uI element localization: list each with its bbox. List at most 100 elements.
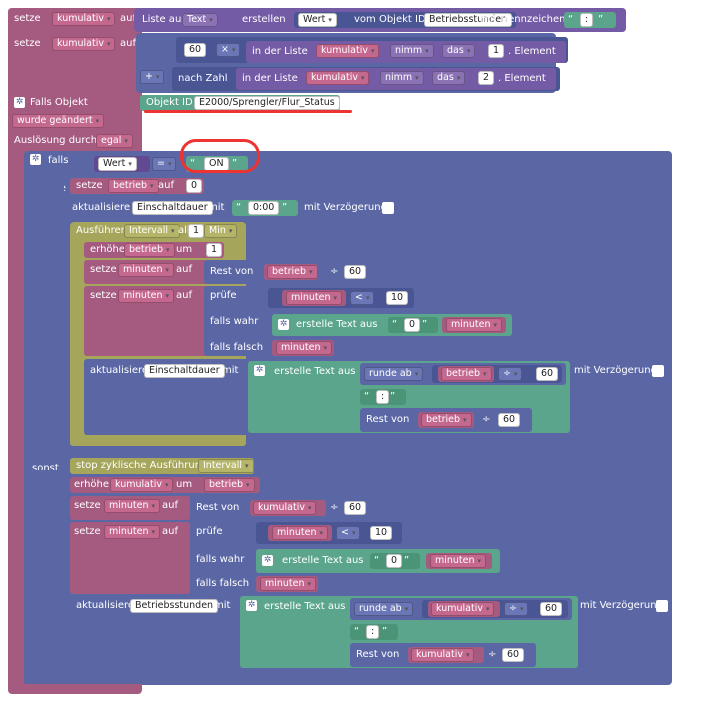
text-zero-block[interactable]: “ 0 ” bbox=[388, 317, 438, 333]
var-kumulativ-block[interactable]: kumulativ▾ bbox=[250, 500, 326, 516]
compare-block[interactable]: Wert▾ =▾ “ ON ” bbox=[90, 153, 250, 175]
var-minuten-dropdown[interactable]: minuten▾ bbox=[430, 554, 487, 568]
var-minuten-block[interactable]: minuten▾ bbox=[272, 340, 334, 356]
lt-dropdown[interactable]: <▾ bbox=[350, 291, 375, 305]
var-minuten-dropdown[interactable]: minuten▾ bbox=[272, 526, 329, 540]
var-betrieb-block[interactable]: betrieb▾ bbox=[198, 477, 258, 493]
var-kumulativ-block[interactable]: kumulativ▾ bbox=[408, 647, 484, 663]
in-der-liste-block-1[interactable]: in der Liste kumulativ▾ nimm▾ das▾ 1 . E… bbox=[246, 41, 566, 63]
modulo-block-2[interactable]: Rest von betrieb▾ ÷ 60 bbox=[360, 408, 532, 432]
multiply-dropdown[interactable]: ×▾ bbox=[216, 43, 241, 57]
gear-icon[interactable]: ✲ bbox=[254, 365, 265, 376]
var-kumulativ-dropdown[interactable]: kumulativ▾ bbox=[431, 602, 495, 616]
create-text-block-3[interactable]: ✲ erstelle Text aus “ 0 ” minuten▾ bbox=[256, 549, 500, 573]
round-down-block-2[interactable]: runde ab▾ kumulativ▾ ÷▾ 60 bbox=[350, 598, 572, 620]
delay-checkbox[interactable] bbox=[656, 600, 668, 612]
setze-minuten-block-4[interactable]: setze minuten▾ auf bbox=[70, 522, 190, 594]
var-minuten-dropdown[interactable]: minuten▾ bbox=[286, 291, 343, 305]
modulo-block-3[interactable]: Rest von kumulativ▾ ÷ 60 bbox=[190, 496, 374, 520]
var-kumulativ-dropdown[interactable]: kumulativ▾ bbox=[316, 44, 380, 58]
plus-dropdown[interactable]: +▾ bbox=[140, 70, 165, 84]
separator-field[interactable]: : bbox=[580, 13, 594, 27]
var-betrieb-block[interactable]: betrieb▾ bbox=[418, 412, 474, 428]
var-kumulativ-dropdown[interactable]: kumulativ▾ bbox=[253, 501, 317, 515]
var-kumulativ-dropdown[interactable]: kumulativ▾ bbox=[110, 478, 174, 492]
setze-kumulativ-block-2[interactable]: setze kumulativ▾ auf bbox=[8, 33, 142, 93]
gear-icon[interactable]: ✲ bbox=[262, 555, 273, 566]
var-betrieb-dropdown[interactable]: betrieb▾ bbox=[204, 478, 255, 492]
var-minuten-dropdown[interactable]: minuten▾ bbox=[446, 318, 503, 332]
divide-block[interactable]: kumulativ▾ ÷▾ 60 bbox=[422, 600, 568, 618]
var-betrieb-block[interactable]: betrieb▾ bbox=[264, 264, 318, 280]
setze-minuten-block-3[interactable]: setze minuten▾ auf bbox=[70, 496, 190, 520]
wert-vom-objekt-block[interactable]: Wert▾ vom Objekt ID Betriebsstunden bbox=[294, 12, 516, 28]
nimm-dropdown[interactable]: nimm▾ bbox=[390, 44, 434, 58]
nimm-dropdown[interactable]: nimm▾ bbox=[380, 71, 424, 85]
var-minuten-dropdown[interactable]: minuten▾ bbox=[260, 577, 317, 591]
state-betriebsstunden-field[interactable]: Betriebsstunden bbox=[130, 599, 219, 613]
ausloesung-dropdown[interactable]: egal▾ bbox=[96, 134, 133, 148]
gear-icon[interactable]: ✲ bbox=[30, 154, 41, 165]
round-down-dropdown[interactable]: runde ab▾ bbox=[364, 367, 424, 381]
var-minuten-block[interactable]: minuten▾ bbox=[282, 290, 346, 306]
var-minuten-block[interactable]: minuten▾ bbox=[268, 525, 332, 541]
var-betrieb-block[interactable]: betrieb▾ bbox=[438, 366, 494, 382]
number-60[interactable]: 60 bbox=[344, 265, 367, 279]
var-kumulativ-dropdown[interactable]: kumulativ▾ bbox=[52, 12, 116, 26]
wert-block[interactable]: Wert▾ bbox=[94, 156, 150, 172]
objekt-betriebsstunden-field[interactable]: Betriebsstunden bbox=[424, 13, 513, 27]
update-einschaltdauer-block[interactable]: aktualisiere Einschaltdauer mit “ 0:00 ”… bbox=[68, 196, 396, 220]
text-zero-field[interactable]: 0 bbox=[386, 554, 403, 568]
das-dropdown[interactable]: das▾ bbox=[432, 71, 466, 85]
setze-betrieb-block[interactable]: setze betrieb▾ auf 0 bbox=[70, 178, 204, 194]
text-colon-block[interactable]: “ : ” bbox=[564, 12, 616, 28]
interval-number-1[interactable]: 1 bbox=[188, 224, 205, 238]
number-0[interactable]: 0 bbox=[186, 179, 203, 193]
delay-checkbox[interactable] bbox=[652, 365, 664, 377]
divide-dropdown[interactable]: ÷▾ bbox=[504, 602, 529, 616]
text-colon-field[interactable]: : bbox=[376, 390, 390, 404]
text-dropdown[interactable]: Text▾ bbox=[182, 13, 218, 27]
in-der-liste-block-2[interactable]: in der Liste kumulativ▾ nimm▾ das▾ 2 . E… bbox=[236, 68, 556, 90]
number-1[interactable]: 1 bbox=[488, 44, 505, 58]
text-zero-time-field[interactable]: 0:00 bbox=[248, 201, 280, 215]
var-minuten-block[interactable]: minuten▾ bbox=[426, 553, 492, 569]
var-minuten-dropdown[interactable]: minuten▾ bbox=[104, 525, 161, 539]
number-60[interactable]: 60 bbox=[540, 602, 563, 616]
liste-aus-text-block[interactable]: Liste aus Text▾ erstellen Wert▾ vom Obje… bbox=[134, 8, 626, 32]
number-10[interactable]: 10 bbox=[386, 291, 409, 305]
number-60[interactable]: 60 bbox=[184, 43, 207, 57]
gear-icon[interactable]: ✲ bbox=[278, 319, 289, 330]
wurde-geandert-dropdown[interactable]: wurde geändert▾ bbox=[12, 114, 105, 128]
stop-interval-block[interactable]: stop zyklische Ausführung Intervall▾ bbox=[70, 458, 254, 474]
increment-kumulativ-block[interactable]: erhöhe kumulativ▾ um betrieb▾ bbox=[70, 477, 260, 493]
var-kumulativ-dropdown[interactable]: kumulativ▾ bbox=[306, 71, 370, 85]
var-betrieb-dropdown[interactable]: betrieb▾ bbox=[441, 367, 492, 381]
text-zero-time-block[interactable]: “ 0:00 ” bbox=[232, 200, 298, 216]
interval-unit-dropdown[interactable]: Min▾ bbox=[204, 224, 238, 238]
math-plus-block[interactable]: 60 ×▾ in der Liste kumulativ▾ nimm▾ das▾… bbox=[136, 33, 568, 93]
text-zero-block[interactable]: “ 0 ” bbox=[370, 553, 420, 569]
var-betrieb-dropdown[interactable]: betrieb▾ bbox=[267, 265, 318, 279]
text-colon-field[interactable]: : bbox=[366, 625, 380, 639]
var-minuten-block[interactable]: minuten▾ bbox=[256, 576, 318, 592]
var-kumulativ-dropdown[interactable]: kumulativ▾ bbox=[52, 37, 116, 51]
number-10[interactable]: 10 bbox=[370, 526, 393, 540]
equals-dropdown[interactable]: =▾ bbox=[152, 157, 177, 171]
objekt-path-field[interactable]: E2000/Sprengler/Flur_Status bbox=[194, 96, 340, 110]
compare-lt-block-1[interactable]: minuten▾ <▾ 10 bbox=[268, 288, 414, 308]
wert-dropdown[interactable]: Wert▾ bbox=[298, 13, 337, 27]
var-minuten-dropdown[interactable]: minuten▾ bbox=[104, 499, 161, 513]
text-zero-field[interactable]: 0 bbox=[404, 318, 421, 332]
number-2[interactable]: 2 bbox=[478, 71, 495, 85]
lt-dropdown[interactable]: <▾ bbox=[336, 526, 361, 540]
text-colon-block[interactable]: “ : ” bbox=[360, 389, 406, 405]
setze-minuten-block-1[interactable]: setze minuten▾ auf bbox=[84, 260, 208, 284]
var-betrieb-dropdown[interactable]: betrieb▾ bbox=[421, 413, 472, 427]
intervall-dropdown[interactable]: Intervall▾ bbox=[198, 459, 254, 473]
round-down-dropdown[interactable]: runde ab▾ bbox=[354, 602, 414, 616]
delay-checkbox[interactable] bbox=[382, 202, 394, 214]
modulo-block-4[interactable]: Rest von kumulativ▾ ÷ 60 bbox=[350, 643, 536, 667]
gear-icon[interactable]: ✲ bbox=[246, 600, 257, 611]
var-minuten-block[interactable]: minuten▾ bbox=[442, 317, 506, 333]
